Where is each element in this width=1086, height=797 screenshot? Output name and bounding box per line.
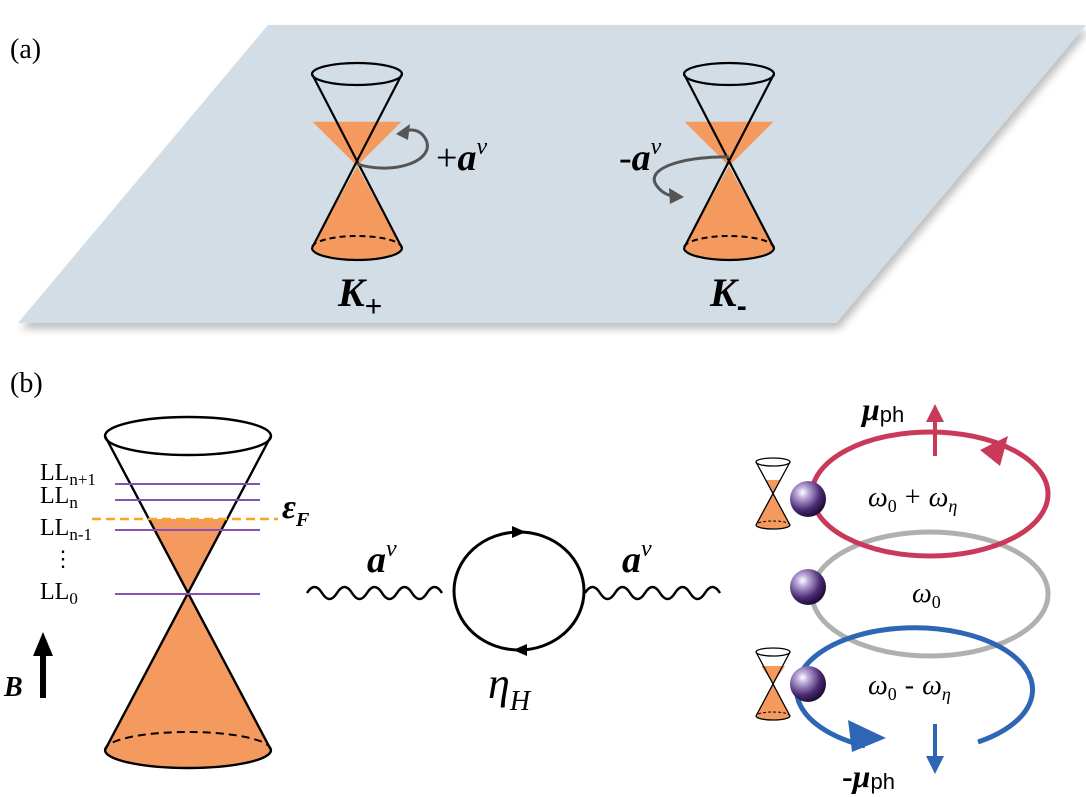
fermi-energy-label: εF	[282, 489, 310, 531]
ring-bottom-arrowhead	[848, 720, 886, 752]
ll-dots: ⋮	[52, 546, 74, 571]
ring-bottom	[794, 625, 1036, 749]
panel-label-a: (a)	[10, 34, 41, 65]
ring-middle-label: ω0	[912, 578, 941, 612]
small-dirac-cone-top	[755, 457, 791, 530]
big-dirac-cone	[103, 415, 273, 770]
dirac-cone-k-plus	[310, 61, 404, 262]
loop-arrow-bottom	[513, 644, 527, 656]
2d-plane	[18, 25, 1086, 323]
valley-label-k-minus: K-	[709, 270, 747, 323]
rotation-arrow-minus	[652, 155, 730, 198]
valley-label-k-plus: K+	[337, 270, 382, 323]
magnetic-field-arrowhead	[33, 632, 53, 656]
magnetic-field-label: B	[3, 672, 23, 703]
mu-ph-label-bottom: -μph	[842, 758, 895, 794]
feynman-loop	[305, 526, 722, 656]
ring-bottom-label: ω0-ωη	[868, 670, 951, 704]
rotation-arrowhead-plus	[396, 124, 410, 140]
photon-sphere-top	[790, 481, 826, 517]
ll-label-0: LL0	[40, 579, 78, 608]
wave-label-plus: +aν	[436, 134, 487, 179]
wavy-line-left	[305, 585, 444, 601]
wave-label-right: aν	[622, 536, 652, 581]
rotation-arrowhead-minus	[669, 188, 684, 204]
photon-sphere-middle	[790, 569, 826, 605]
loop-arrow-top	[512, 526, 526, 538]
wave-label-left: aν	[367, 536, 397, 581]
wave-label-minus: -aν	[619, 134, 662, 179]
rotation-arrow-plus	[356, 128, 429, 170]
ring-top-arrowhead	[980, 436, 1008, 466]
hall-viscosity-label: ηH	[488, 659, 532, 717]
mu-ph-label-top: μph	[860, 391, 904, 427]
mu-ph-down-arrowhead	[926, 756, 944, 774]
dirac-cone-k-minus	[682, 61, 776, 262]
ring-top-label: ω0+ωη	[868, 482, 957, 516]
panel-label-b: (b)	[10, 368, 43, 399]
ll-label-n-minus-1: LLn-1	[40, 515, 92, 544]
mu-ph-up-arrowhead	[926, 404, 944, 422]
wavy-line-right	[583, 585, 722, 601]
photon-sphere-bottom	[790, 666, 826, 702]
small-dirac-cone-bottom	[755, 647, 791, 721]
ll-label-n: LLn	[40, 483, 78, 512]
ll-label-n-plus-1: LLn+1	[40, 460, 96, 489]
